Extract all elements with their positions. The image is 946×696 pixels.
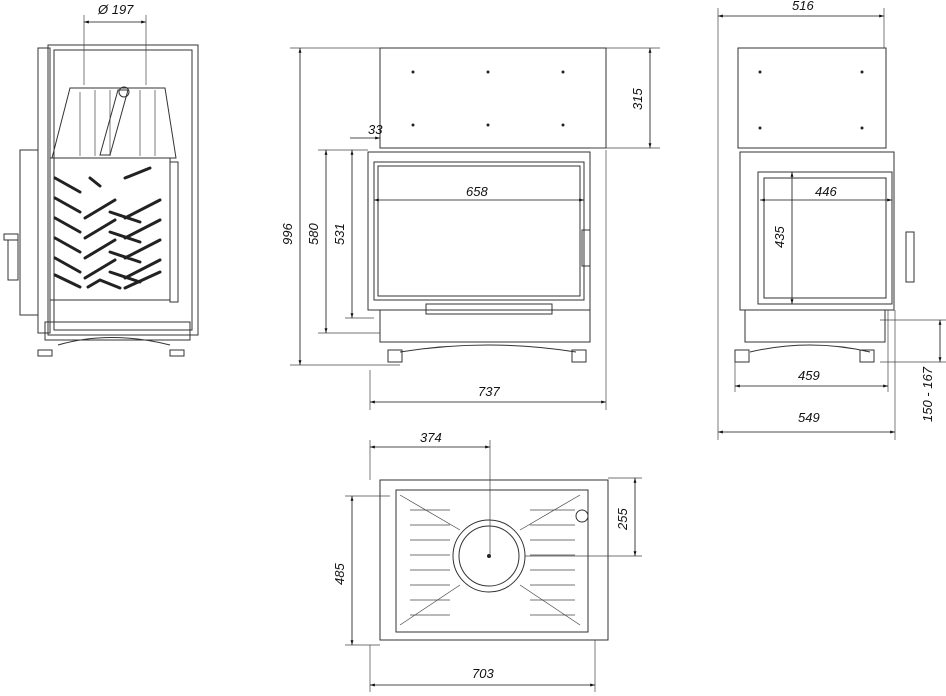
plan-view: 703 374 255 485 bbox=[332, 430, 642, 692]
handle-icon bbox=[3, 233, 19, 281]
dim-leg-range: 150 - 167 bbox=[920, 366, 935, 422]
dim-glass-width: 658 bbox=[466, 184, 488, 199]
right-view: 516 446 435 459 549 150 - 167 bbox=[717, 0, 946, 440]
dim-flue-diameter: Ø 197 bbox=[97, 2, 134, 17]
dim-total-depth: 516 bbox=[792, 0, 814, 13]
dim-plan-depth: 485 bbox=[332, 563, 347, 585]
dim-right-glass-width: 446 bbox=[815, 184, 837, 199]
dim-door-height: 580 bbox=[306, 223, 321, 245]
dim-top-height: 315 bbox=[630, 88, 645, 110]
front-view: 996 580 531 315 33 658 737 bbox=[280, 47, 660, 410]
dim-right-total-width: 549 bbox=[798, 410, 820, 425]
side-view: Ø 197 bbox=[3, 2, 199, 357]
dim-glass-height: 531 bbox=[332, 223, 347, 245]
dim-plan-width: 703 bbox=[472, 666, 494, 681]
dim-flue-offset-y: 255 bbox=[615, 508, 630, 531]
dim-flue-offset-x: 374 bbox=[420, 430, 442, 445]
dim-right-glass-height: 435 bbox=[772, 226, 787, 248]
dim-offset: 33 bbox=[368, 122, 383, 137]
dim-total-height: 996 bbox=[280, 223, 295, 245]
dim-total-width: 737 bbox=[478, 384, 500, 399]
dim-base-width: 459 bbox=[798, 368, 820, 383]
